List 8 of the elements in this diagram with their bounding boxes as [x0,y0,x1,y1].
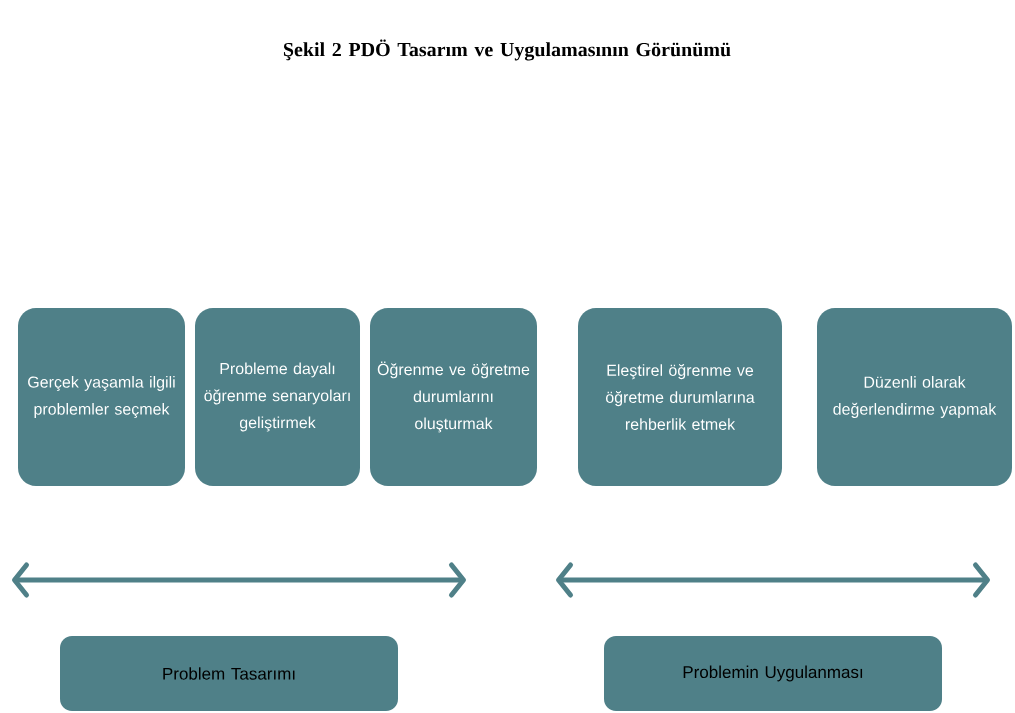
step-box: Gerçek yaşamla ilgili problemler seçmek [18,308,185,486]
phase-box: Problem Tasarımı [60,636,398,711]
figure-title: Şekil 2 PDÖ Tasarım ve Uygulamasının Görünümü [283,39,731,61]
step-box: Eleştirel öğrenme ve öğretme durumlarına rehberlik etmek [578,308,782,486]
phase-box: Problemin Uygulanması [604,636,942,711]
step-box: Düzenli olarak değerlendirme yapmak [817,308,1012,486]
step-box: Probleme dayalı öğrenme senaryoları geliştirmek [195,308,360,486]
step-box: Öğrenme ve öğretme durumlarını oluşturmak [370,308,537,486]
